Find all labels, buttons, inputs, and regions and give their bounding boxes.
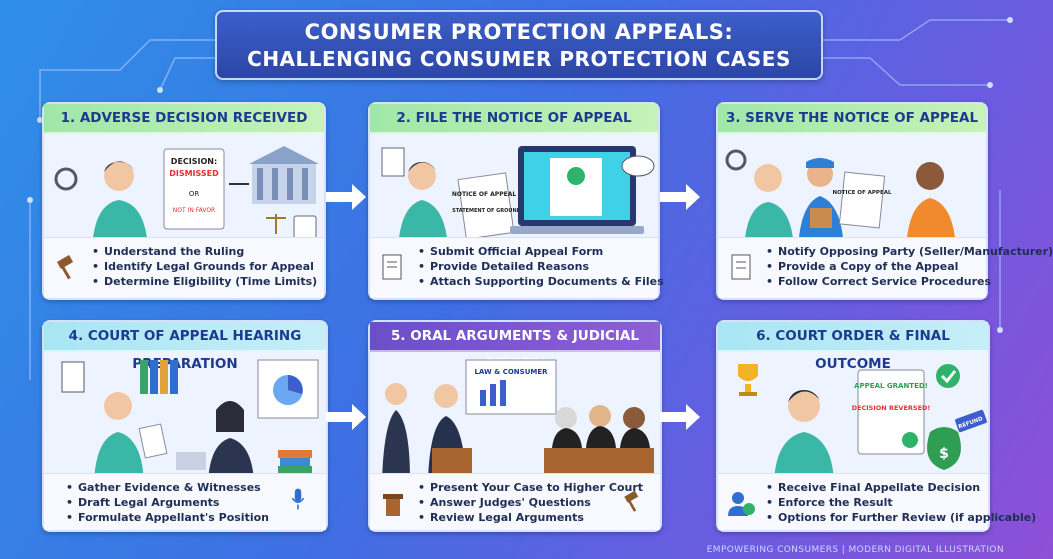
step-heading-3: 3. SERVE THE NOTICE OF APPEAL bbox=[718, 104, 986, 134]
step-panel-2: 2. FILE THE NOTICE OF APPEAL NOTICE OF A… bbox=[368, 102, 664, 300]
notice-of-appeal-label: NOTICE OF APPEAL bbox=[452, 191, 517, 198]
courier-person bbox=[798, 158, 844, 250]
step-bullets-5: Present Your Case to Higher Court Answer… bbox=[370, 473, 660, 530]
person-celebrating bbox=[774, 390, 834, 482]
bullet-item: Attach Supporting Documents & Files bbox=[418, 274, 664, 289]
seal-icon bbox=[902, 432, 918, 448]
checklist-icon bbox=[61, 361, 85, 393]
bullet-item: Options for Further Review (if applicabl… bbox=[766, 510, 1036, 525]
arrow-right-icon bbox=[660, 404, 700, 430]
step-panel-3: 3. SERVE THE NOTICE OF APPEAL NOTICE OF … bbox=[716, 102, 1053, 300]
bullet-item: Understand the Ruling bbox=[92, 244, 324, 259]
podium-small-icon bbox=[383, 494, 403, 516]
scales-icon bbox=[266, 214, 286, 234]
arrow-right-icon bbox=[326, 404, 366, 430]
appeal-granted-document: APPEAL GRANTED! DECISION REVERSED! bbox=[852, 369, 931, 455]
bullet-item: Notify Opposing Party (Seller/Manufactur… bbox=[766, 244, 1053, 259]
step-heading-1: 1. ADVERSE DECISION RECEIVED bbox=[44, 104, 324, 134]
bullet-item: Draft Legal Arguments bbox=[66, 495, 326, 510]
cloud-upload-icon bbox=[621, 155, 655, 177]
money-bag-icon: $ bbox=[927, 427, 961, 470]
dismissed-label: DISMISSED bbox=[169, 169, 219, 178]
final-outcome-scene: APPEAL GRANTED! DECISION REVERSED! $ REF… bbox=[738, 364, 987, 482]
notice-label: NOTICE OF APPEAL bbox=[833, 190, 892, 196]
svg-text:$: $ bbox=[939, 446, 949, 462]
courthouse-icon bbox=[249, 146, 319, 204]
bullet-item: Review Legal Arguments bbox=[418, 510, 660, 525]
adverse-decision-scene: DECISION: DISMISSED OR NOT IN FAVOR bbox=[54, 146, 319, 250]
bullet-item: Answer Judges' Questions bbox=[418, 495, 660, 510]
hearing-preparation-scene bbox=[52, 359, 319, 482]
gavel-icon bbox=[56, 255, 74, 280]
check-badge-icon bbox=[936, 364, 960, 388]
gear-icon bbox=[54, 167, 78, 191]
bullet-item: Provide Detailed Reasons bbox=[418, 259, 658, 274]
arrow-right-icon bbox=[326, 184, 366, 210]
step-heading-6: 6. COURT ORDER & FINAL OUTCOME bbox=[718, 322, 988, 372]
document-pen-icon bbox=[382, 254, 402, 280]
gear-icon bbox=[725, 149, 747, 171]
decision-document: DECISION: DISMISSED OR NOT IN FAVOR bbox=[163, 148, 225, 230]
bullet-item: Follow Correct Service Procedures bbox=[766, 274, 991, 289]
laptop-icon bbox=[510, 146, 644, 234]
user-check-icon bbox=[728, 492, 755, 516]
arrow-right-icon bbox=[660, 184, 700, 210]
page-title: CONSUMER PROTECTION APPEALS: CHALLENGING… bbox=[215, 10, 823, 80]
step-panel-1: 1. ADVERSE DECISION RECEIVED DECISION: D… bbox=[42, 102, 326, 300]
bullet-item: Submit Official Appeal Form bbox=[418, 244, 658, 259]
bullet-item: Determine Eligibility (Time Limits) bbox=[92, 274, 324, 289]
notice-documents: NOTICE OF APPEAL STATEMENT OF GROUNER bbox=[452, 172, 524, 240]
microphone-icon bbox=[291, 488, 305, 510]
appeal-granted-label: APPEAL GRANTED! bbox=[854, 382, 928, 390]
step-bullets-6: Receive Final Appellate Decision Enforce… bbox=[718, 473, 1036, 530]
file-appeal-scene: NOTICE OF APPEAL STATEMENT OF GROUNER bbox=[381, 146, 655, 250]
step-heading-2: 2. FILE THE NOTICE OF APPEAL bbox=[370, 104, 658, 134]
or-label: OR bbox=[189, 190, 200, 198]
statement-label: STATEMENT OF GROUNER bbox=[452, 208, 524, 214]
lawyer-woman bbox=[382, 383, 410, 480]
circuit-background bbox=[27, 17, 1013, 380]
trophy-icon bbox=[738, 364, 758, 396]
step-heading-4: 4. COURT OF APPEAL HEARING PREPARATION bbox=[44, 322, 326, 372]
step-panel-4: 4. COURT OF APPEAL HEARING PREPARATION G… bbox=[42, 320, 328, 532]
gavel-icon bbox=[624, 490, 639, 512]
bullet-item: Present Your Case to Higher Court bbox=[418, 480, 660, 495]
footer-caption: EMPOWERING CONSUMERS | MODERN DIGITAL IL… bbox=[706, 545, 1004, 555]
title-line-2: CHALLENGING CONSUMER PROTECTION CASES bbox=[247, 47, 791, 71]
not-in-favor-label: NOT IN FAVOR bbox=[173, 207, 215, 214]
bullet-item: Identify Legal Grounds for Appeal bbox=[92, 259, 324, 274]
bullet-item: Receive Final Appellate Decision bbox=[766, 480, 988, 495]
decision-reversed-label: DECISION REVERSED! bbox=[852, 404, 931, 412]
bookshelf-icon bbox=[140, 360, 178, 394]
lawyer-woman bbox=[176, 401, 254, 482]
receipt-icon bbox=[731, 254, 751, 280]
presentation-board-icon bbox=[257, 359, 319, 419]
bullet-item: Gather Evidence & Witnesses bbox=[66, 480, 326, 495]
step-panel-5: 5. ORAL ARGUMENTS & JUDICIAL REVIEW LAW … bbox=[368, 320, 662, 532]
bullet-item: Formulate Appellant's Position bbox=[66, 510, 326, 525]
decision-label: DECISION: bbox=[171, 157, 217, 166]
bullet-item: Enforce the Result bbox=[766, 495, 988, 510]
step-panel-6: 6. COURT ORDER & FINAL OUTCOME APPEAL GR… bbox=[716, 320, 1036, 532]
notice-document: NOTICE OF APPEAL bbox=[833, 171, 892, 229]
law-consumer-label: LAW & CONSUMER bbox=[474, 368, 548, 376]
document-icon bbox=[381, 147, 405, 177]
title-line-1: CONSUMER PROTECTION APPEALS: bbox=[304, 20, 734, 44]
person-reading bbox=[94, 392, 168, 482]
step-bullets-3: Notify Opposing Party (Seller/Manufactur… bbox=[718, 237, 1053, 298]
step-bullets-1: Understand the Ruling Identify Legal Gro… bbox=[44, 237, 324, 298]
step-bullets-4: Gather Evidence & Witnesses Draft Legal … bbox=[44, 473, 326, 530]
law-screen: LAW & CONSUMER bbox=[465, 359, 557, 415]
book-stack-icon bbox=[278, 450, 312, 474]
bullet-item: Provide a Copy of the Appeal bbox=[766, 259, 986, 274]
flow-arrows bbox=[0, 0, 1024, 559]
step-bullets-2: Submit Official Appeal Form Provide Deta… bbox=[370, 237, 664, 298]
